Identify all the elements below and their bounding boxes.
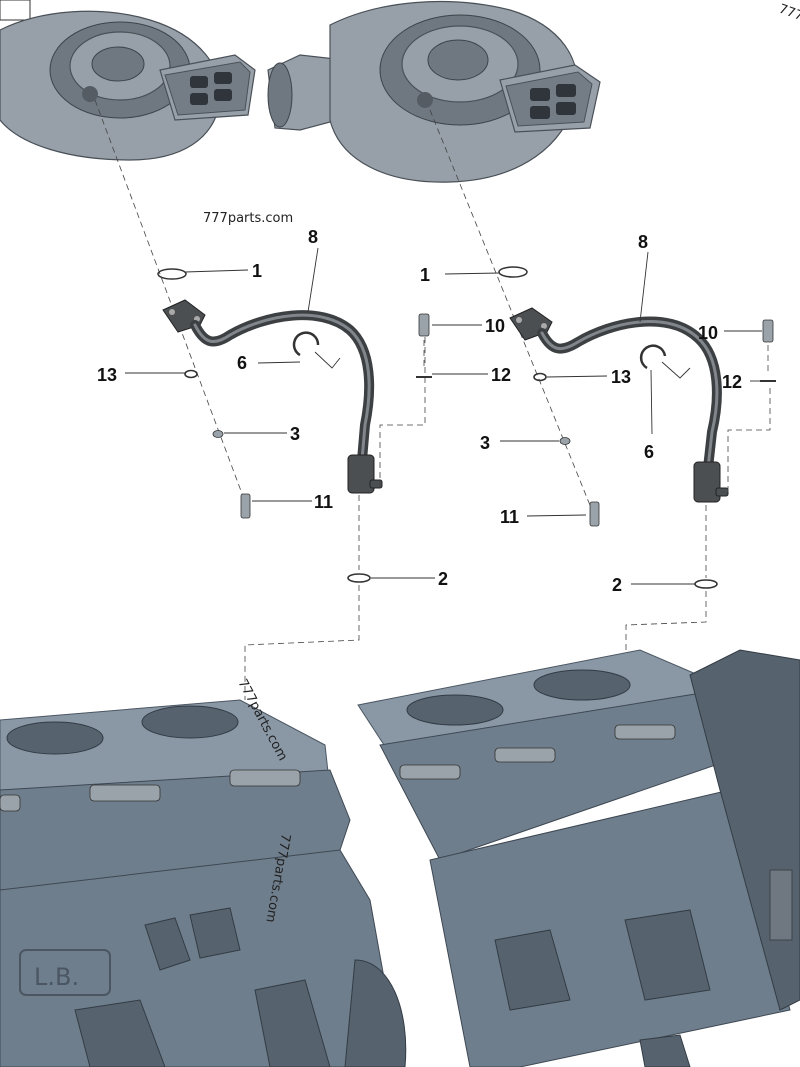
right-bottom-fitting [693, 461, 721, 503]
left-clamp [292, 331, 320, 357]
right-bolt-11 [589, 501, 600, 527]
callout-right-2: 2 [612, 575, 622, 595]
callout-right-10b: 10 [698, 323, 718, 343]
left-gasket-1 [157, 268, 187, 280]
right-washer-3 [559, 437, 571, 445]
engine-block-right [357, 649, 800, 1067]
left-washer-3 [212, 430, 224, 438]
right-bolt-10a [418, 313, 430, 337]
right-gasket-1 [498, 266, 528, 278]
callout-right-3: 3 [480, 433, 490, 453]
right-gasket-2 [694, 579, 718, 589]
callout-right-1: 1 [420, 265, 430, 285]
left-gasket-2 [347, 573, 371, 583]
watermark-center: 777parts.com [203, 211, 293, 226]
turbocharger-right [267, 0, 601, 183]
callout-left-2: 2 [438, 569, 448, 589]
right-assembly [416, 109, 776, 660]
callout-left-8: 8 [308, 227, 318, 247]
turbocharger-left [0, 0, 256, 161]
right-clamp [639, 344, 667, 370]
callout-left-3: 3 [290, 424, 300, 444]
callout-left-13: 13 [97, 365, 117, 385]
callout-right-10a: 10 [485, 316, 505, 336]
callout-right-11: 11 [500, 507, 519, 527]
callout-right-12a: 12 [491, 365, 511, 385]
callout-left-11: 11 [314, 492, 333, 512]
left-seal-13 [184, 369, 198, 379]
block-emboss-text: L.B. [34, 963, 79, 991]
watermark-top-right: 777p [777, 2, 800, 27]
left-assembly [94, 99, 426, 700]
left-bolt-11 [240, 493, 251, 519]
callout-left-1: 1 [252, 261, 262, 281]
right-oil-tube [537, 316, 722, 473]
callout-right-12b: 12 [722, 372, 742, 392]
right-seal-13 [533, 372, 547, 382]
callout-right-13: 13 [611, 367, 631, 387]
engine-block-left: L.B. [0, 699, 407, 1067]
callout-left-6: 6 [237, 353, 247, 373]
callout-right-8: 8 [638, 232, 648, 252]
left-bottom-fitting [347, 454, 375, 494]
right-bolt-10b [762, 319, 774, 343]
callout-right-6: 6 [644, 442, 654, 462]
